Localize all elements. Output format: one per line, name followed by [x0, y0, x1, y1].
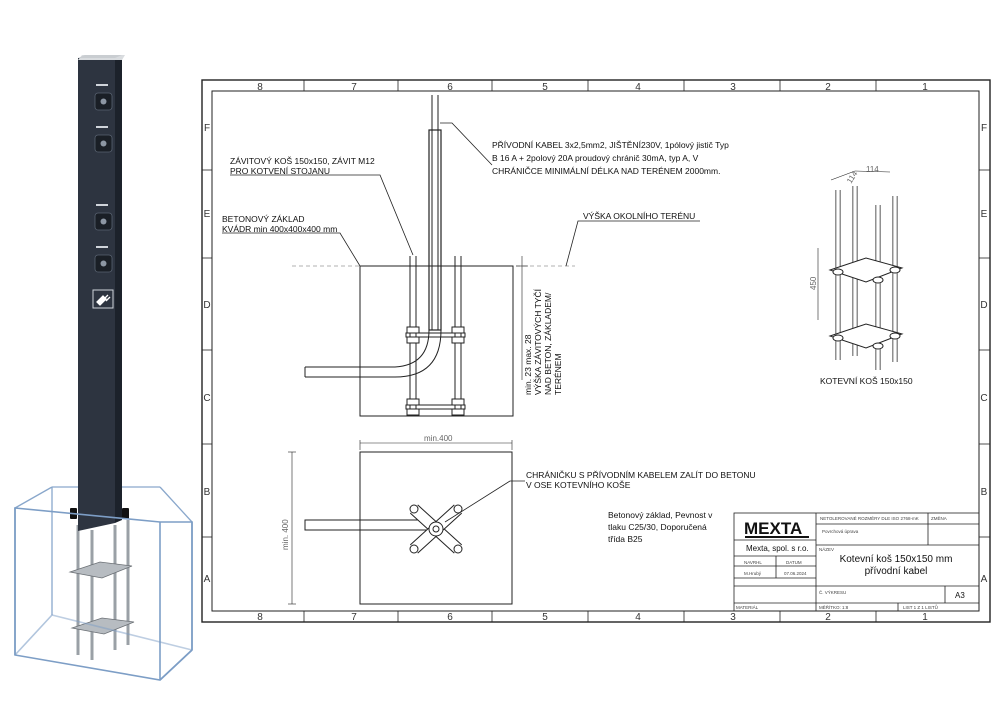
col-label: 6: [447, 612, 453, 623]
plan-view: [288, 440, 525, 605]
section-view: [222, 95, 700, 417]
name-label: NÁZEV: [819, 546, 834, 552]
drawing-title-line2: přívodní kabel: [865, 566, 928, 577]
concrete-spec-line3: třída B25: [608, 534, 643, 544]
date-value: 07.06.2024: [784, 571, 807, 576]
col-label: 1: [922, 612, 928, 623]
col-label: 8: [257, 82, 263, 93]
cage-width-dim: 114: [845, 169, 860, 185]
concrete-spec-line2: tlaku C25/30, Doporučená: [608, 522, 707, 532]
col-label: 4: [635, 612, 641, 623]
cage-detail-label: KOTEVNÍ KOŠ 150x150: [820, 376, 913, 386]
cable-note-line3: CHRÁNIČCE MINIMÁLNÍ DÉLKA NAD TERÉNEM 20…: [492, 166, 720, 176]
row-label: E: [204, 209, 211, 220]
col-label: 1: [922, 82, 928, 93]
drawing-number-label: Č. VÝKRESU: [819, 589, 846, 595]
pipe-note-line2: V OSE KOTEVNÍHO KOŠE: [526, 480, 631, 490]
cable-note-line1: PŘÍVODNÍ KABEL 3x2,5mm2, JIŠTĚNÍ230V, 1p…: [492, 140, 729, 150]
col-label: 6: [447, 82, 453, 93]
cable-note-line2: B 16 A + 2polový 20A proudový chránič 30…: [492, 153, 699, 163]
col-label: 3: [730, 612, 736, 623]
col-label: 2: [825, 612, 831, 623]
col-label: 3: [730, 82, 736, 93]
company-name: Mexta, spol. s r.o.: [746, 544, 809, 553]
col-label: 2: [825, 82, 831, 93]
row-label: D: [203, 300, 210, 311]
row-label: A: [204, 574, 211, 585]
row-label: C: [980, 393, 987, 404]
cage-label-line2: PRO KOTVENÍ STOJANU: [230, 166, 330, 176]
drawing-title-line1: Kotevní koš 150x150 mm: [840, 554, 953, 565]
title-block: [733, 512, 980, 612]
row-label: B: [204, 487, 211, 498]
rod-height-line3: NAD BETON, ZÁKLADEM/: [543, 292, 553, 395]
cage-depth-dim: 114: [866, 165, 879, 174]
plug-icon: [92, 289, 114, 309]
author-value: M.Hrubý: [744, 571, 762, 576]
cage-label-line1: ZÁVITOVÝ KOŠ 150x150, ZÁVIT M12: [230, 156, 375, 166]
author-label: NAVRHL: [744, 560, 762, 565]
drawing-frame: 8 7 6 5 4 3 2 1 8 7 6 5 4 3 2 1 F E D C …: [201, 79, 991, 623]
revision-label: ZMĚNA: [931, 514, 947, 521]
annotations: PŘÍVODNÍ KABEL 3x2,5mm2, JIŠTĚNÍ230V, 1p…: [222, 140, 965, 610]
terrain-label: VÝŠKA OKOLNÍHO TERÉNU: [583, 211, 695, 221]
col-label: 7: [351, 612, 357, 623]
rod-height-line2: VÝŠKA ZÁVITOVÝCH TYČÍ: [533, 288, 543, 395]
width-dimension: min.400: [424, 434, 453, 443]
row-label: D: [980, 300, 987, 311]
col-label: 5: [542, 612, 548, 623]
material-label: MATERIÁL: [736, 604, 759, 610]
cage-height-dim: 450: [809, 276, 818, 290]
col-label: 5: [542, 82, 548, 93]
sheet-label: LIST 1 Z 1 LISTŮ: [903, 604, 938, 610]
cage-detail: [817, 170, 904, 370]
rod-height-dim: min. 23 max. 28: [523, 334, 533, 395]
surface-label: Povrchová úprava: [822, 529, 859, 534]
tolerance-note: NETOLEROVANÉ ROZMĚRY DLE ISO 2768-mK: [820, 514, 919, 521]
row-label: A: [981, 574, 988, 585]
height-dimension: min. 400: [281, 519, 290, 550]
row-label: E: [981, 209, 988, 220]
row-label: B: [981, 487, 988, 498]
row-label: F: [981, 123, 987, 134]
concrete-spec-line1: Betonový základ, Pevnost v: [608, 510, 713, 520]
pipe-note-line1: CHRÁNIČKU S PŘÍVODNÍM KABELEM ZALÍT DO B…: [526, 470, 756, 480]
rod-height-line4: TERÉNEM: [553, 353, 563, 395]
col-label: 4: [635, 82, 641, 93]
foundation-label-line2: KVÁDR min 400x400x400 mm: [222, 224, 337, 234]
foundation-label-line1: BETONOVÝ ZÁKLAD: [222, 214, 305, 224]
row-label: C: [203, 393, 210, 404]
scale-label: MĚŘÍTKO: 1:8: [819, 603, 849, 610]
date-label: DATUM: [786, 560, 802, 565]
logo-underline: [745, 536, 809, 538]
company-logo: MEXTA: [744, 519, 802, 538]
paper-format: A3: [955, 591, 965, 600]
charging-post-render: [14, 55, 193, 681]
row-label: F: [204, 123, 210, 134]
col-label: 7: [351, 82, 357, 93]
col-label: 8: [257, 612, 263, 623]
